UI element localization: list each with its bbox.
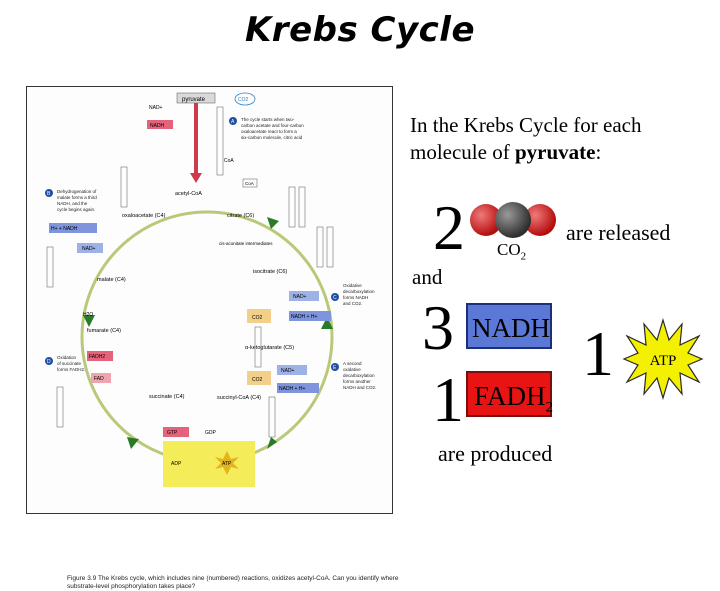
coa-strip bbox=[216, 106, 224, 176]
fad-box bbox=[91, 373, 111, 383]
fig-label-malate: malate (C4) bbox=[97, 277, 126, 283]
ring-arrow-1 bbox=[267, 217, 279, 229]
fig-label-succinate: succinate (C4) bbox=[149, 394, 185, 400]
released-label: are released bbox=[566, 220, 671, 245]
note-a-text: The cycle starts when two- carbon acetat… bbox=[241, 117, 305, 140]
nadh-count: 3 bbox=[422, 292, 454, 363]
fig-label-citrate: citrate (C6) bbox=[227, 213, 254, 219]
fig-label-h2o: H2O bbox=[83, 312, 93, 318]
ring-arrow-4 bbox=[127, 437, 139, 449]
intro-text: In the Krebs Cycle for each molecule of … bbox=[410, 112, 710, 166]
fig-label-oxaloacetate: oxaloacetate (C4) bbox=[122, 213, 166, 219]
fig-label-nad-left: NAD+ bbox=[82, 246, 96, 252]
atp-burst bbox=[215, 451, 239, 475]
fig-label-nadh-right2: NADH + H+ bbox=[279, 386, 305, 392]
fig-label-pyruvate: pyruvate bbox=[182, 97, 206, 103]
fig-label-fadh2: FADH2 bbox=[89, 354, 105, 360]
fig-label-co2-right1: CO2 bbox=[252, 315, 263, 321]
note-d-badge bbox=[45, 357, 53, 365]
and-label: and bbox=[412, 265, 443, 289]
atp-starburst-icon: ATP bbox=[622, 318, 704, 400]
svg-text:C: C bbox=[333, 295, 337, 301]
ring-arrow-2 bbox=[321, 317, 333, 329]
fig-label-nadh-top: NADH bbox=[150, 123, 165, 129]
co2-molecule-icon bbox=[470, 202, 556, 238]
note-a-badge bbox=[229, 117, 237, 125]
fig-label-nad-right1: NAD+ bbox=[293, 294, 307, 300]
nadh-right2-box bbox=[277, 383, 319, 393]
fig-label-gtp: GTP bbox=[167, 430, 178, 436]
fig-label-nad-top: NAD+ bbox=[149, 105, 163, 111]
fig-label-nadh-right1: NADH + H+ bbox=[291, 314, 317, 320]
note-e-text: A second oxidative decarboxylation forms… bbox=[343, 361, 376, 390]
fig-label-co2-right2: CO2 bbox=[252, 377, 263, 383]
fig-label-coa-mid: CoA bbox=[245, 181, 254, 186]
fig-label-atp: ATP bbox=[222, 461, 232, 467]
nad-right2-box bbox=[277, 365, 307, 375]
note-e-badge bbox=[331, 363, 339, 371]
nadh-box: NADH bbox=[466, 303, 552, 349]
note-d-text: Oxidation of succinate forms FADH2. bbox=[57, 355, 85, 372]
fig-label-adp: ADP bbox=[171, 461, 182, 467]
nadh-top-box bbox=[147, 120, 173, 129]
fig-label-coa-top: CoA bbox=[224, 158, 234, 164]
fig-label-nad-right2: NAD+ bbox=[281, 368, 295, 374]
fig-label-fumarate: fumarate (C4) bbox=[87, 328, 121, 334]
fig-label-cis-aconitate: cis-aconitate intermediates bbox=[219, 241, 273, 246]
coa-mid-box bbox=[242, 178, 258, 188]
fig-label-acetyl-coa: acetyl-CoA bbox=[175, 191, 202, 197]
nad-left-box bbox=[77, 243, 103, 253]
cycle-ring bbox=[80, 210, 334, 464]
fadh2-box bbox=[87, 351, 113, 361]
atp-count: 1 bbox=[582, 318, 614, 389]
co2-label: CO2 bbox=[497, 240, 527, 263]
fadh2-box: FADH2 bbox=[466, 371, 553, 417]
page-title: Krebs Cycle bbox=[244, 10, 476, 50]
svg-text:A: A bbox=[231, 119, 235, 125]
co2-right2-box bbox=[247, 371, 271, 385]
krebs-cycle-figure: pyruvate NAD+ NADH CO2 CoA acetyl-CoA Co… bbox=[26, 86, 399, 590]
intro-prefix: In the Krebs Cycle for each molecule of bbox=[410, 113, 642, 164]
figure-caption: Figure 3.9 The Krebs cycle, which includ… bbox=[67, 575, 399, 590]
co2-top-circle bbox=[234, 92, 256, 106]
produced-label: are produced bbox=[438, 441, 553, 466]
pyruvate-arrowhead bbox=[190, 173, 202, 183]
fig-label-co2-top: CO2 bbox=[238, 97, 249, 103]
krebs-cycle-diagram: pyruvate NAD+ NADH CO2 CoA acetyl-CoA Co… bbox=[45, 92, 376, 487]
ring-arrow-3 bbox=[267, 437, 277, 449]
fig-label-nadh-left: H+ + NADH bbox=[51, 226, 78, 232]
svg-text:B: B bbox=[47, 191, 51, 197]
co2-right1-box bbox=[247, 309, 271, 323]
fig-label-succinyl-coa: succinyl-CoA (C4) bbox=[217, 395, 261, 401]
svg-text:E: E bbox=[333, 365, 337, 371]
nadh-left-box bbox=[49, 223, 97, 233]
note-b-text: Dehydrogenation of malate forms a third … bbox=[57, 189, 98, 212]
nad-right1-box bbox=[289, 291, 319, 301]
note-c-text: Oxidative decarboxylation forms NADH and… bbox=[343, 283, 376, 306]
svg-text:D: D bbox=[47, 359, 51, 365]
co2-count: 2 bbox=[433, 192, 465, 263]
fig-label-fad: FAD bbox=[94, 376, 104, 382]
fadh-count: 1 bbox=[432, 364, 464, 435]
fig-label-gdp: GDP bbox=[205, 430, 217, 436]
gtp-box bbox=[163, 427, 189, 437]
nadh-right1-box bbox=[289, 311, 331, 321]
intro-pyruvate: pyruvate bbox=[514, 140, 596, 164]
note-b-badge bbox=[45, 189, 53, 197]
atp-label: ATP bbox=[650, 353, 677, 369]
atp-region bbox=[163, 441, 255, 487]
ring-arrow-5 bbox=[83, 315, 95, 327]
fig-label-isocitrate: isocitrate (C6) bbox=[253, 269, 287, 275]
note-c-badge bbox=[331, 293, 339, 301]
intro-suffix: : bbox=[595, 140, 602, 164]
fig-label-ketoglutarate: α-ketoglutarate (C5) bbox=[245, 345, 294, 351]
